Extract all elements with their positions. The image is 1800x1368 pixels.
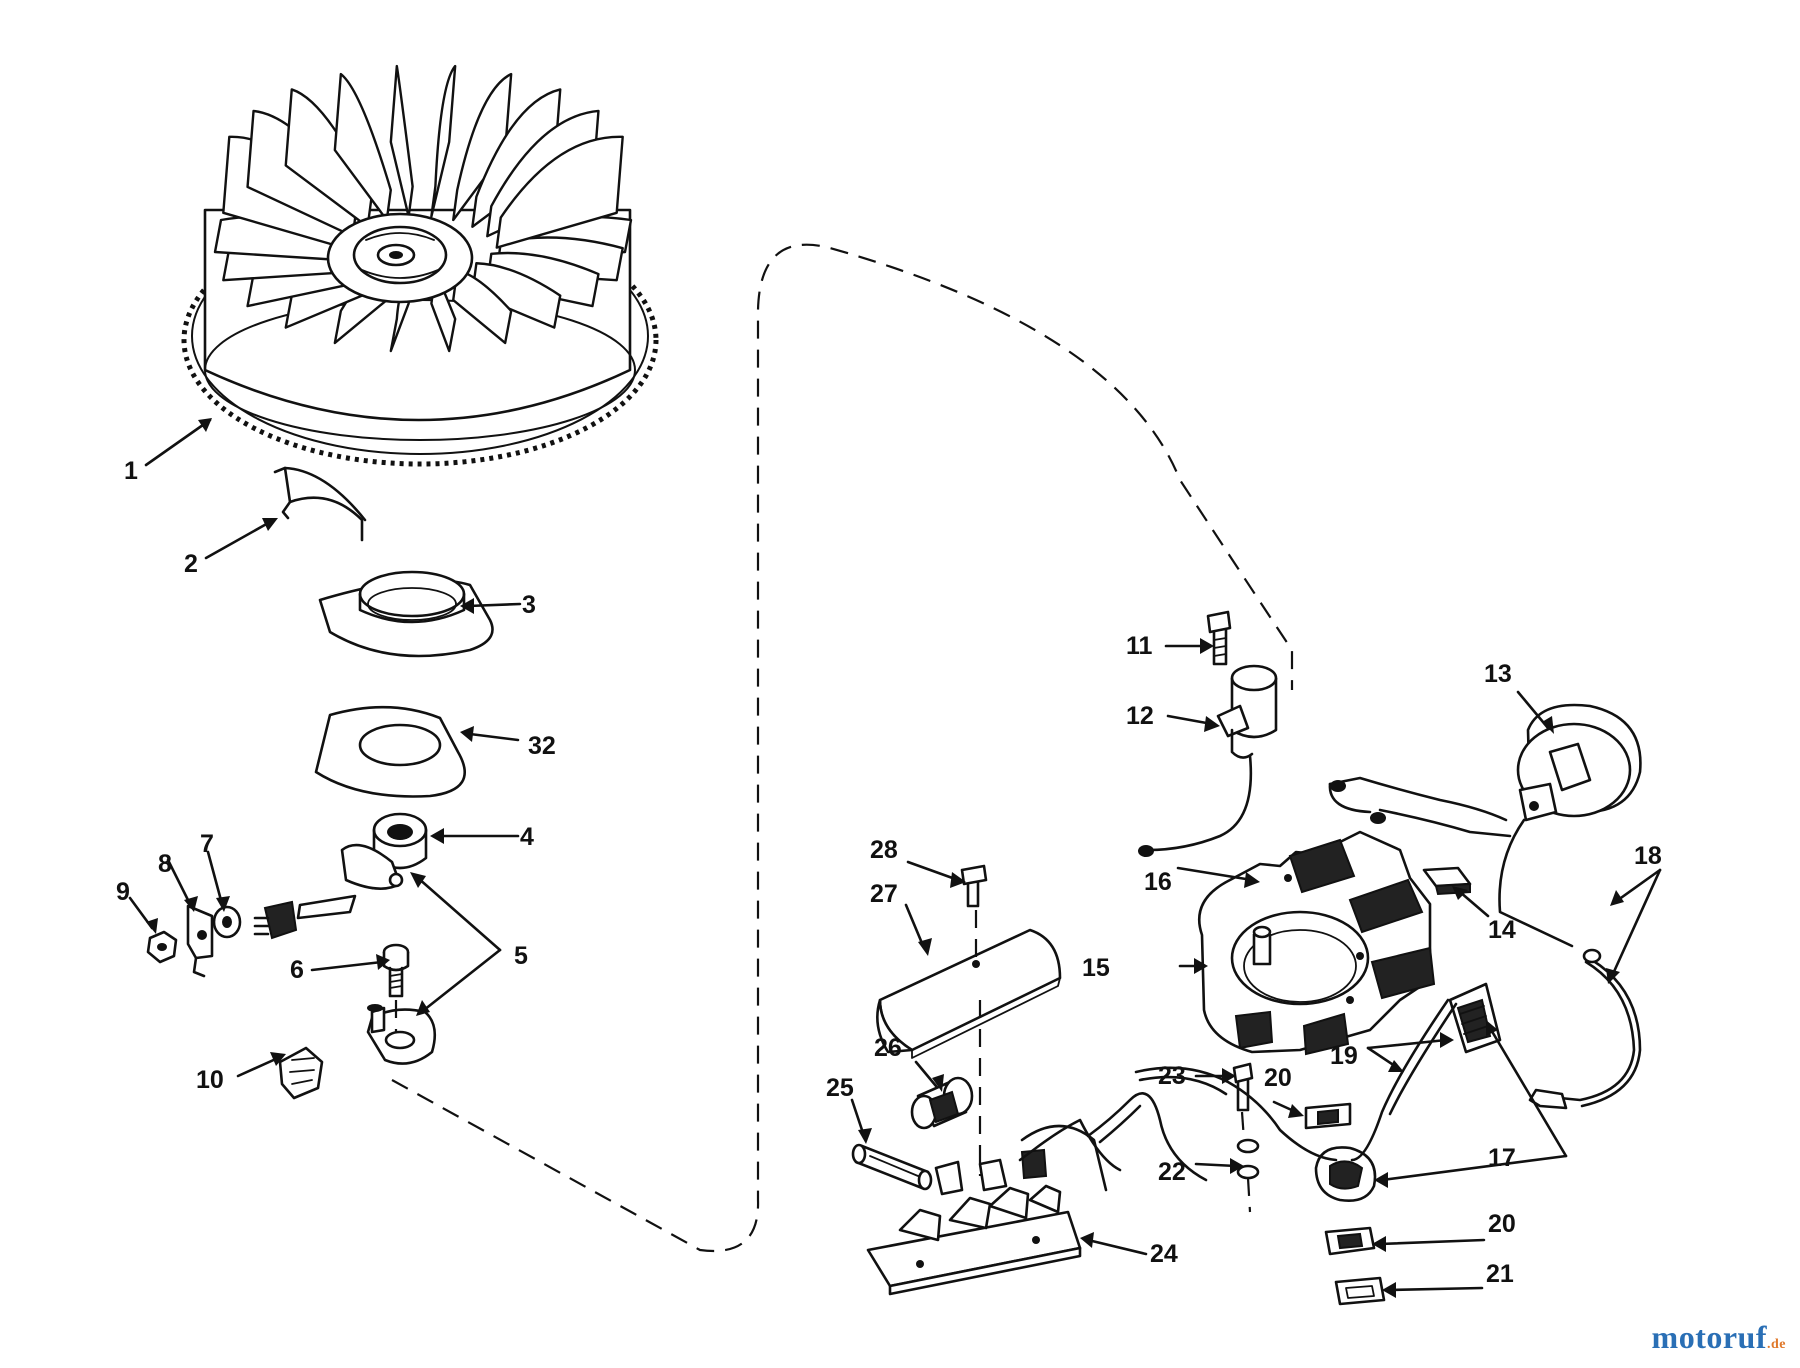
callout-3: 3 — [522, 591, 536, 619]
condenser-12 — [1138, 664, 1278, 857]
callout-28: 28 — [870, 836, 898, 864]
terminal-8 — [186, 904, 214, 978]
callout-10: 10 — [196, 1066, 224, 1094]
nut-9 — [146, 930, 178, 964]
callout-11: 11 — [1126, 632, 1153, 660]
cam-spacer — [318, 570, 494, 658]
fuse-25 — [851, 1143, 933, 1191]
callout-14: 14 — [1488, 916, 1516, 944]
gasket-plate — [314, 705, 466, 798]
screw-28 — [960, 864, 988, 908]
washer-22 — [1236, 1138, 1260, 1180]
leader-lines — [128, 418, 1662, 1298]
callout-16: 16 — [1144, 868, 1172, 896]
callout-22: 22 — [1158, 1158, 1186, 1186]
wires-19 — [1328, 776, 1512, 1162]
watermark-logo: motoruf.de — [1652, 1319, 1786, 1356]
gasket-20-lower — [1324, 1226, 1376, 1256]
gasket-21 — [1334, 1276, 1386, 1306]
screw-6 — [382, 943, 410, 998]
dashed-assembly-lines — [391, 243, 1294, 1253]
callout-15: 15 — [1082, 954, 1110, 982]
flywheel — [181, 64, 659, 467]
callout-4: 4 — [520, 823, 534, 851]
callout-27: 27 — [870, 880, 898, 908]
terminal-board — [866, 1066, 1338, 1296]
cover-27 — [876, 928, 1062, 1059]
stator-plate — [1197, 830, 1436, 1056]
block-10 — [278, 1046, 324, 1100]
lead-wire-18 — [1498, 818, 1642, 1110]
washer-7 — [212, 905, 242, 939]
callout-labels: 1 2 3 32 4 5 6 7 8 9 10 11 12 13 14 15 1… — [116, 457, 1662, 1288]
coil-17-upper — [1448, 982, 1502, 1054]
callout-6: 6 — [290, 956, 304, 984]
callout-5: 5 — [514, 942, 528, 970]
callout-12: 12 — [1126, 702, 1154, 730]
watermark-brand: motoruf — [1651, 1319, 1767, 1355]
callout-26: 26 — [874, 1034, 902, 1062]
gasket-20-upper — [1304, 1102, 1352, 1130]
callout-8: 8 — [158, 850, 172, 878]
callout-9: 9 — [116, 878, 130, 906]
watermark-tld: .de — [1767, 1337, 1786, 1352]
callout-20-upper: 20 — [1264, 1064, 1292, 1092]
callout-7: 7 — [200, 830, 214, 858]
ignition-coil — [1516, 703, 1642, 822]
callout-21: 21 — [1486, 1260, 1514, 1288]
callout-1: 1 — [124, 457, 138, 485]
callout-20-lower: 20 — [1488, 1210, 1516, 1238]
spring-clip — [273, 466, 367, 542]
callout-25: 25 — [826, 1074, 854, 1102]
callout-17: 17 — [1488, 1144, 1516, 1172]
breaker-points — [253, 812, 437, 1065]
callout-13: 13 — [1484, 660, 1512, 688]
fuse-holder-26 — [910, 1076, 974, 1130]
callout-19: 19 — [1330, 1042, 1358, 1070]
callout-24: 24 — [1150, 1240, 1178, 1268]
callout-32: 32 — [528, 732, 556, 760]
callout-23: 23 — [1158, 1062, 1186, 1090]
screw-11 — [1206, 610, 1232, 666]
coil-17-lower — [1314, 1146, 1377, 1202]
callout-18: 18 — [1634, 842, 1662, 870]
callout-2: 2 — [184, 550, 198, 578]
